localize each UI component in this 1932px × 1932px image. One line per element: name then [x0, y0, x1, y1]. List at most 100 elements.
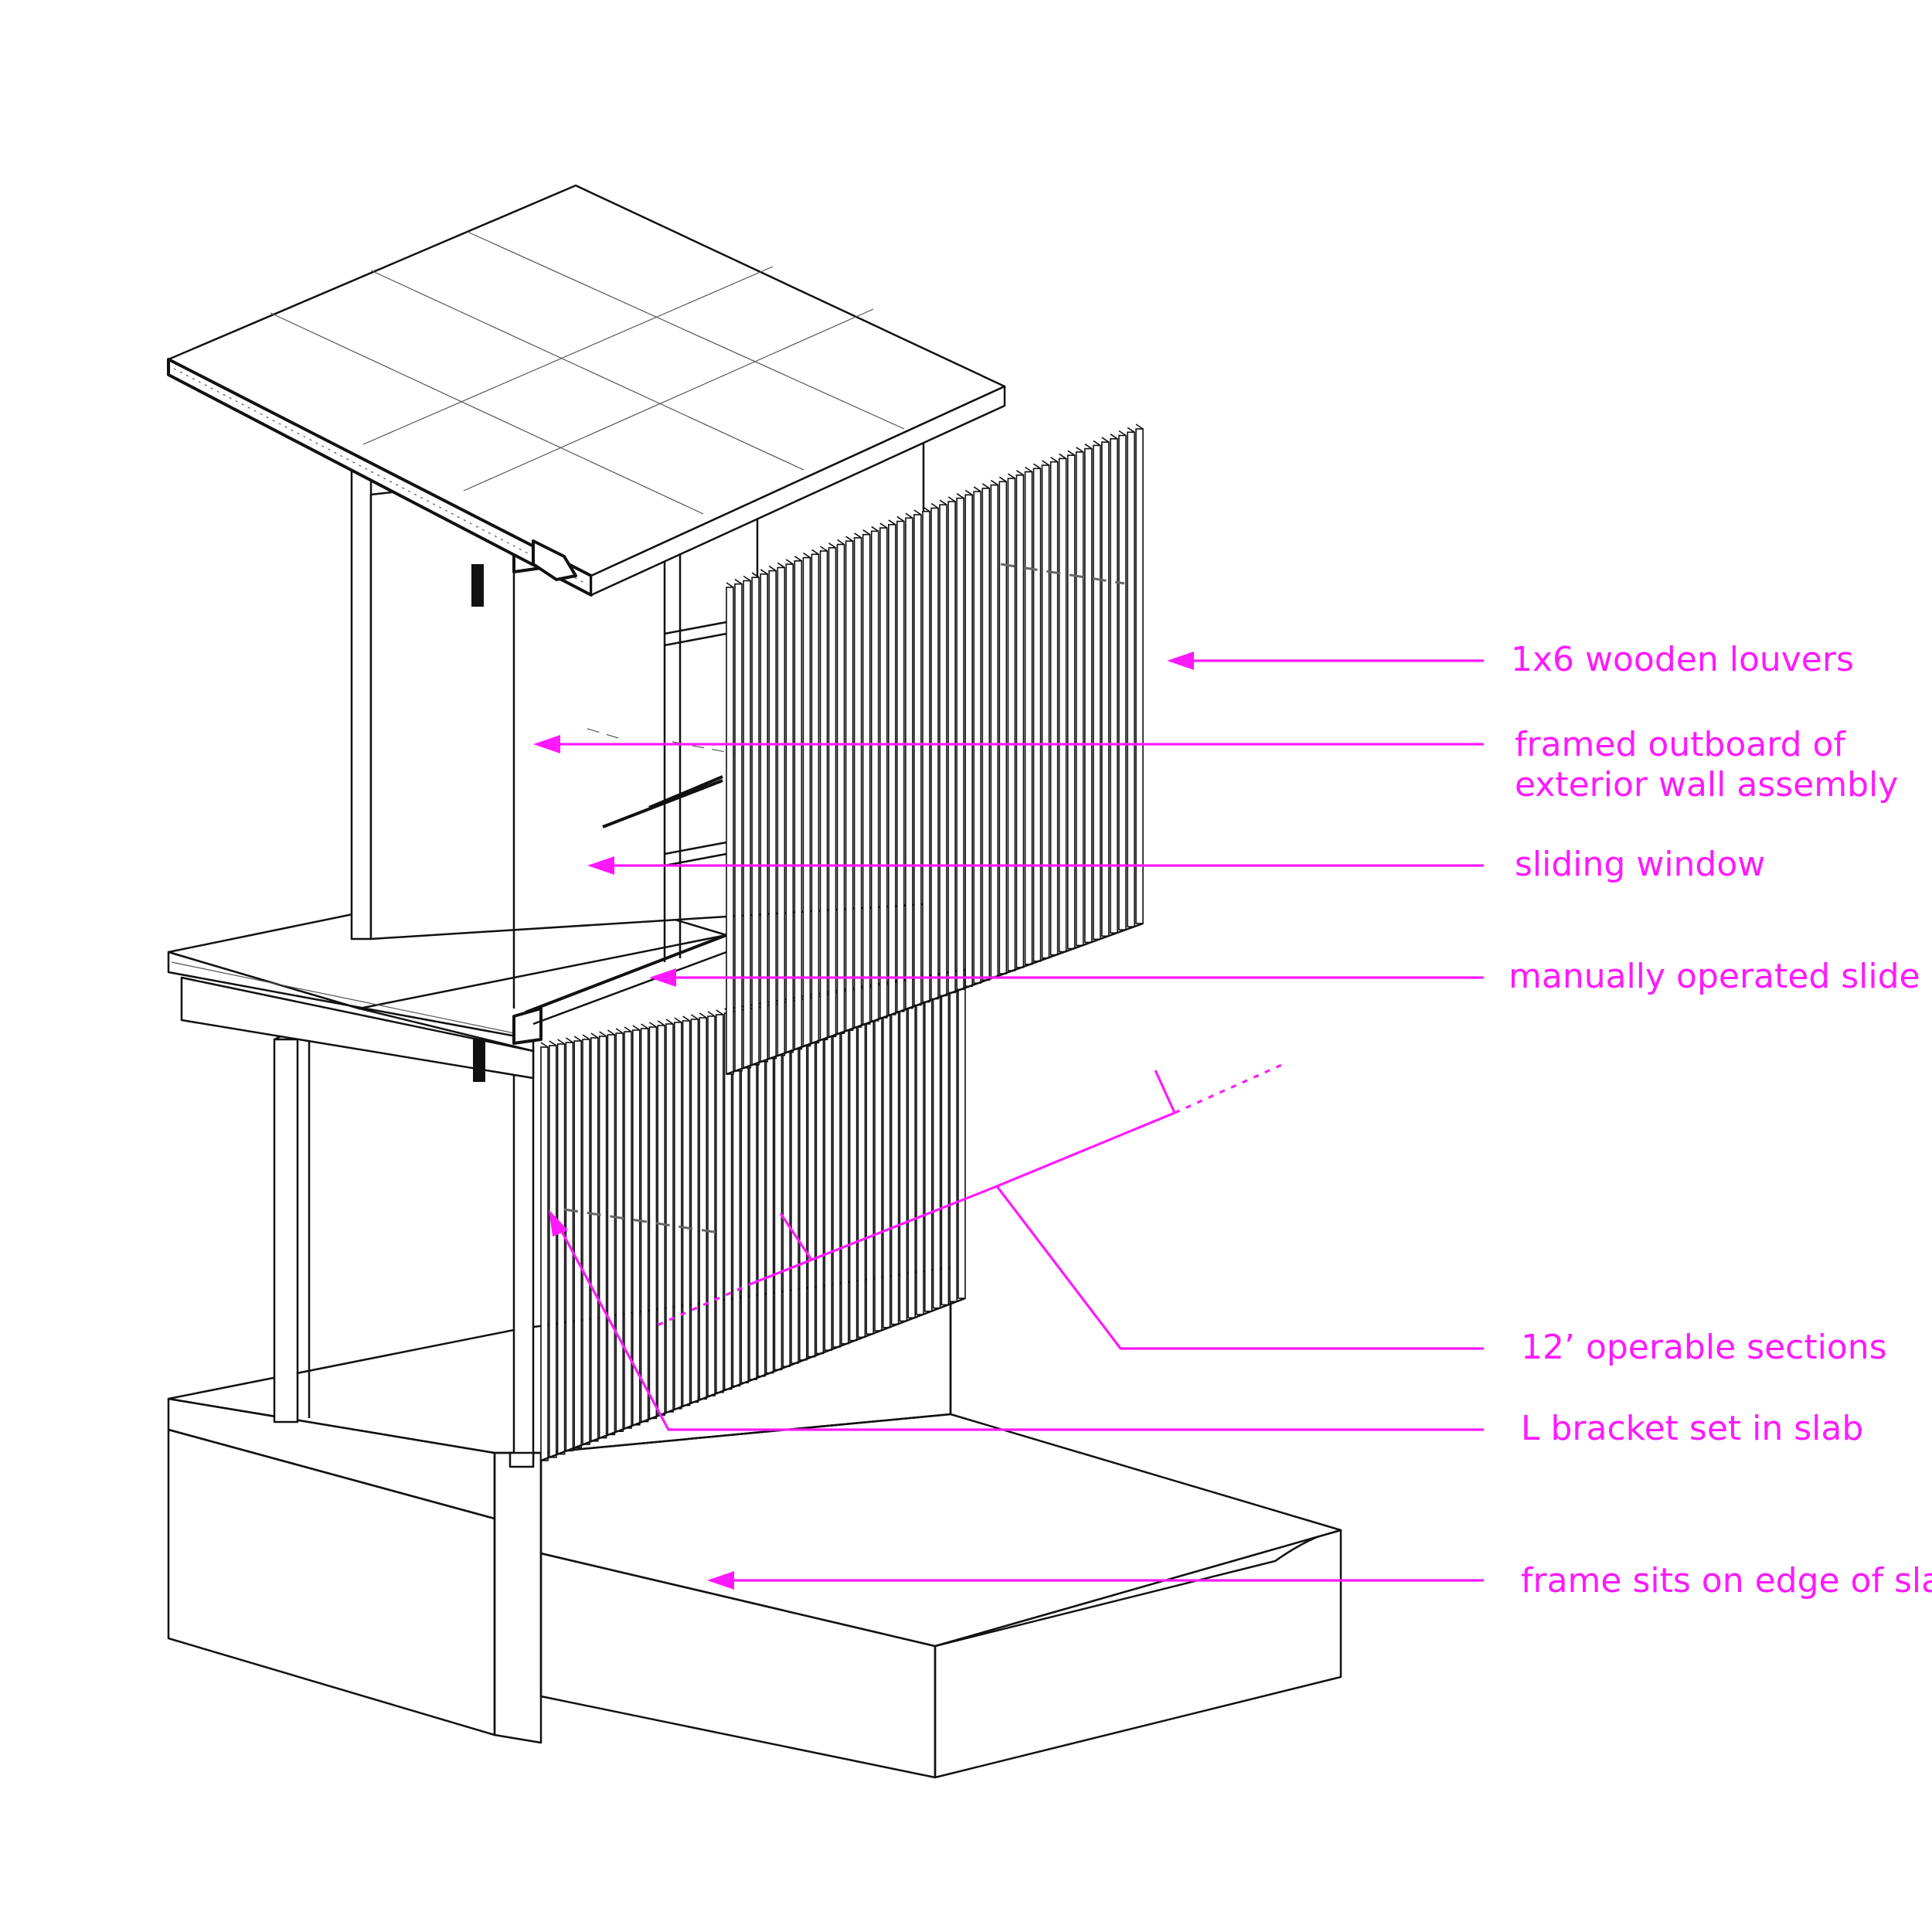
louver-slat-cap: [751, 572, 760, 578]
louver-slat-cap: [802, 552, 811, 559]
louver-slat-cap: [845, 536, 854, 542]
roof: [167, 184, 1006, 597]
leader-bracket: [549, 1209, 1484, 1431]
louver-hidden-rail: [1000, 563, 1125, 585]
label-window: sliding window: [1515, 845, 1765, 884]
louver-slat: [913, 514, 922, 1006]
floor-beam: [180, 976, 535, 1080]
louver-slat-cap: [956, 493, 964, 499]
louver-slat: [828, 546, 837, 1038]
louver-slat-cap: [981, 483, 990, 489]
louver-slat-cap: [1110, 434, 1118, 440]
annotation-leaders: [533, 651, 1484, 1590]
louver-slat: [624, 1031, 632, 1429]
louver-slat-cap: [930, 502, 939, 509]
louver-slat: [794, 560, 803, 1050]
louver-slat: [648, 1026, 658, 1420]
louver-slat: [1049, 461, 1059, 956]
louver-slat: [824, 994, 832, 1352]
louver-slat: [879, 527, 888, 1019]
louver-slat: [807, 997, 816, 1358]
louver-slat: [896, 520, 905, 1012]
slab-edge-concrete: [493, 1451, 543, 1744]
louver-slat: [964, 494, 973, 988]
louver-slat: [1135, 428, 1144, 924]
louver-slat-cap: [939, 499, 947, 505]
louver-slat-cap: [1025, 466, 1032, 473]
louver-slat: [590, 1037, 599, 1442]
louver-slat-cap: [590, 1032, 599, 1039]
louver-slat: [1007, 478, 1016, 971]
leader-window: [587, 856, 1484, 875]
louver-slat-cap: [964, 489, 973, 496]
louver-slat: [1075, 451, 1084, 947]
louver-slat-cap: [896, 515, 905, 522]
louver-slat: [582, 1039, 590, 1445]
louver-slat-cap: [624, 1026, 632, 1032]
louver-slat-cap: [674, 1017, 682, 1023]
louver-slat: [857, 988, 866, 1338]
louver-slat: [870, 530, 879, 1022]
louver-slat: [981, 488, 991, 981]
louver-slat: [916, 977, 924, 1315]
louver-slat: [883, 983, 891, 1328]
louver-slat: [785, 563, 794, 1053]
louver-slat: [866, 986, 874, 1335]
louver-slat: [922, 510, 930, 1003]
louver-slat-cap: [599, 1031, 607, 1037]
louver-slat-cap: [1015, 470, 1024, 476]
louver-slat-cap: [557, 1039, 566, 1045]
louver-slat-cap: [1135, 423, 1144, 430]
louver-slat: [726, 587, 734, 1075]
annotation-labels: 1x6 wooden louvers framed outboard of ex…: [1509, 640, 1932, 1600]
louver-slat: [1032, 468, 1042, 962]
louver-slat-cap: [582, 1034, 590, 1040]
label-framed-line1: framed outboard of: [1515, 725, 1846, 764]
louver-bottom-rail: [540, 1297, 966, 1462]
louver-slat: [862, 533, 871, 1025]
louver-slat: [607, 1034, 616, 1436]
louver-slat-cap: [1076, 447, 1084, 453]
louver-slat-cap: [648, 1022, 657, 1028]
louver-slat: [777, 566, 786, 1056]
louver-slat: [815, 995, 825, 1355]
louver-slat-cap: [632, 1025, 641, 1031]
label-frame: frame sits on edge of slab: [1521, 1561, 1932, 1600]
louver-slat-cap: [734, 579, 743, 585]
louver-slat: [657, 1025, 666, 1417]
louver-slat: [853, 537, 862, 1028]
louver-slat-cap: [699, 1012, 707, 1019]
louver-slat: [905, 517, 913, 1009]
label-sections: 12’ operable sections: [1521, 1328, 1887, 1367]
louver-slat-cap: [777, 562, 785, 569]
louver-slat: [1110, 437, 1118, 934]
louver-slat: [548, 1045, 557, 1458]
roof-side-fascia: [590, 385, 1006, 597]
louver-slat: [924, 975, 933, 1312]
leader-framed: [533, 735, 1484, 753]
louver-slat: [556, 1043, 566, 1455]
louver-slat-cap: [641, 1023, 649, 1029]
louver-slat-cap: [998, 476, 1007, 482]
sliding-window-hardware: [602, 775, 723, 828]
louver-slat-cap: [743, 575, 751, 582]
louver-slat-cap: [573, 1036, 582, 1042]
louver-slat: [932, 974, 941, 1309]
louver-slat: [1118, 434, 1127, 930]
louver-slat: [673, 1022, 682, 1410]
louver-slat: [819, 550, 828, 1041]
leader-sections: [656, 1061, 1484, 1350]
louver-slat-cap: [862, 529, 871, 536]
leader-frame: [707, 1571, 1484, 1590]
louver-slat: [973, 491, 981, 984]
louver-slat-cap: [879, 522, 888, 529]
louver-slat: [899, 980, 908, 1322]
louver-slat-cap: [828, 543, 836, 549]
louver-slat: [799, 998, 808, 1361]
louver-slat-cap: [794, 556, 802, 562]
louver-slat: [957, 969, 966, 1299]
louver-slat: [751, 577, 760, 1066]
louver-slat-cap: [690, 1014, 699, 1020]
slab-front-band: [167, 1397, 496, 1520]
